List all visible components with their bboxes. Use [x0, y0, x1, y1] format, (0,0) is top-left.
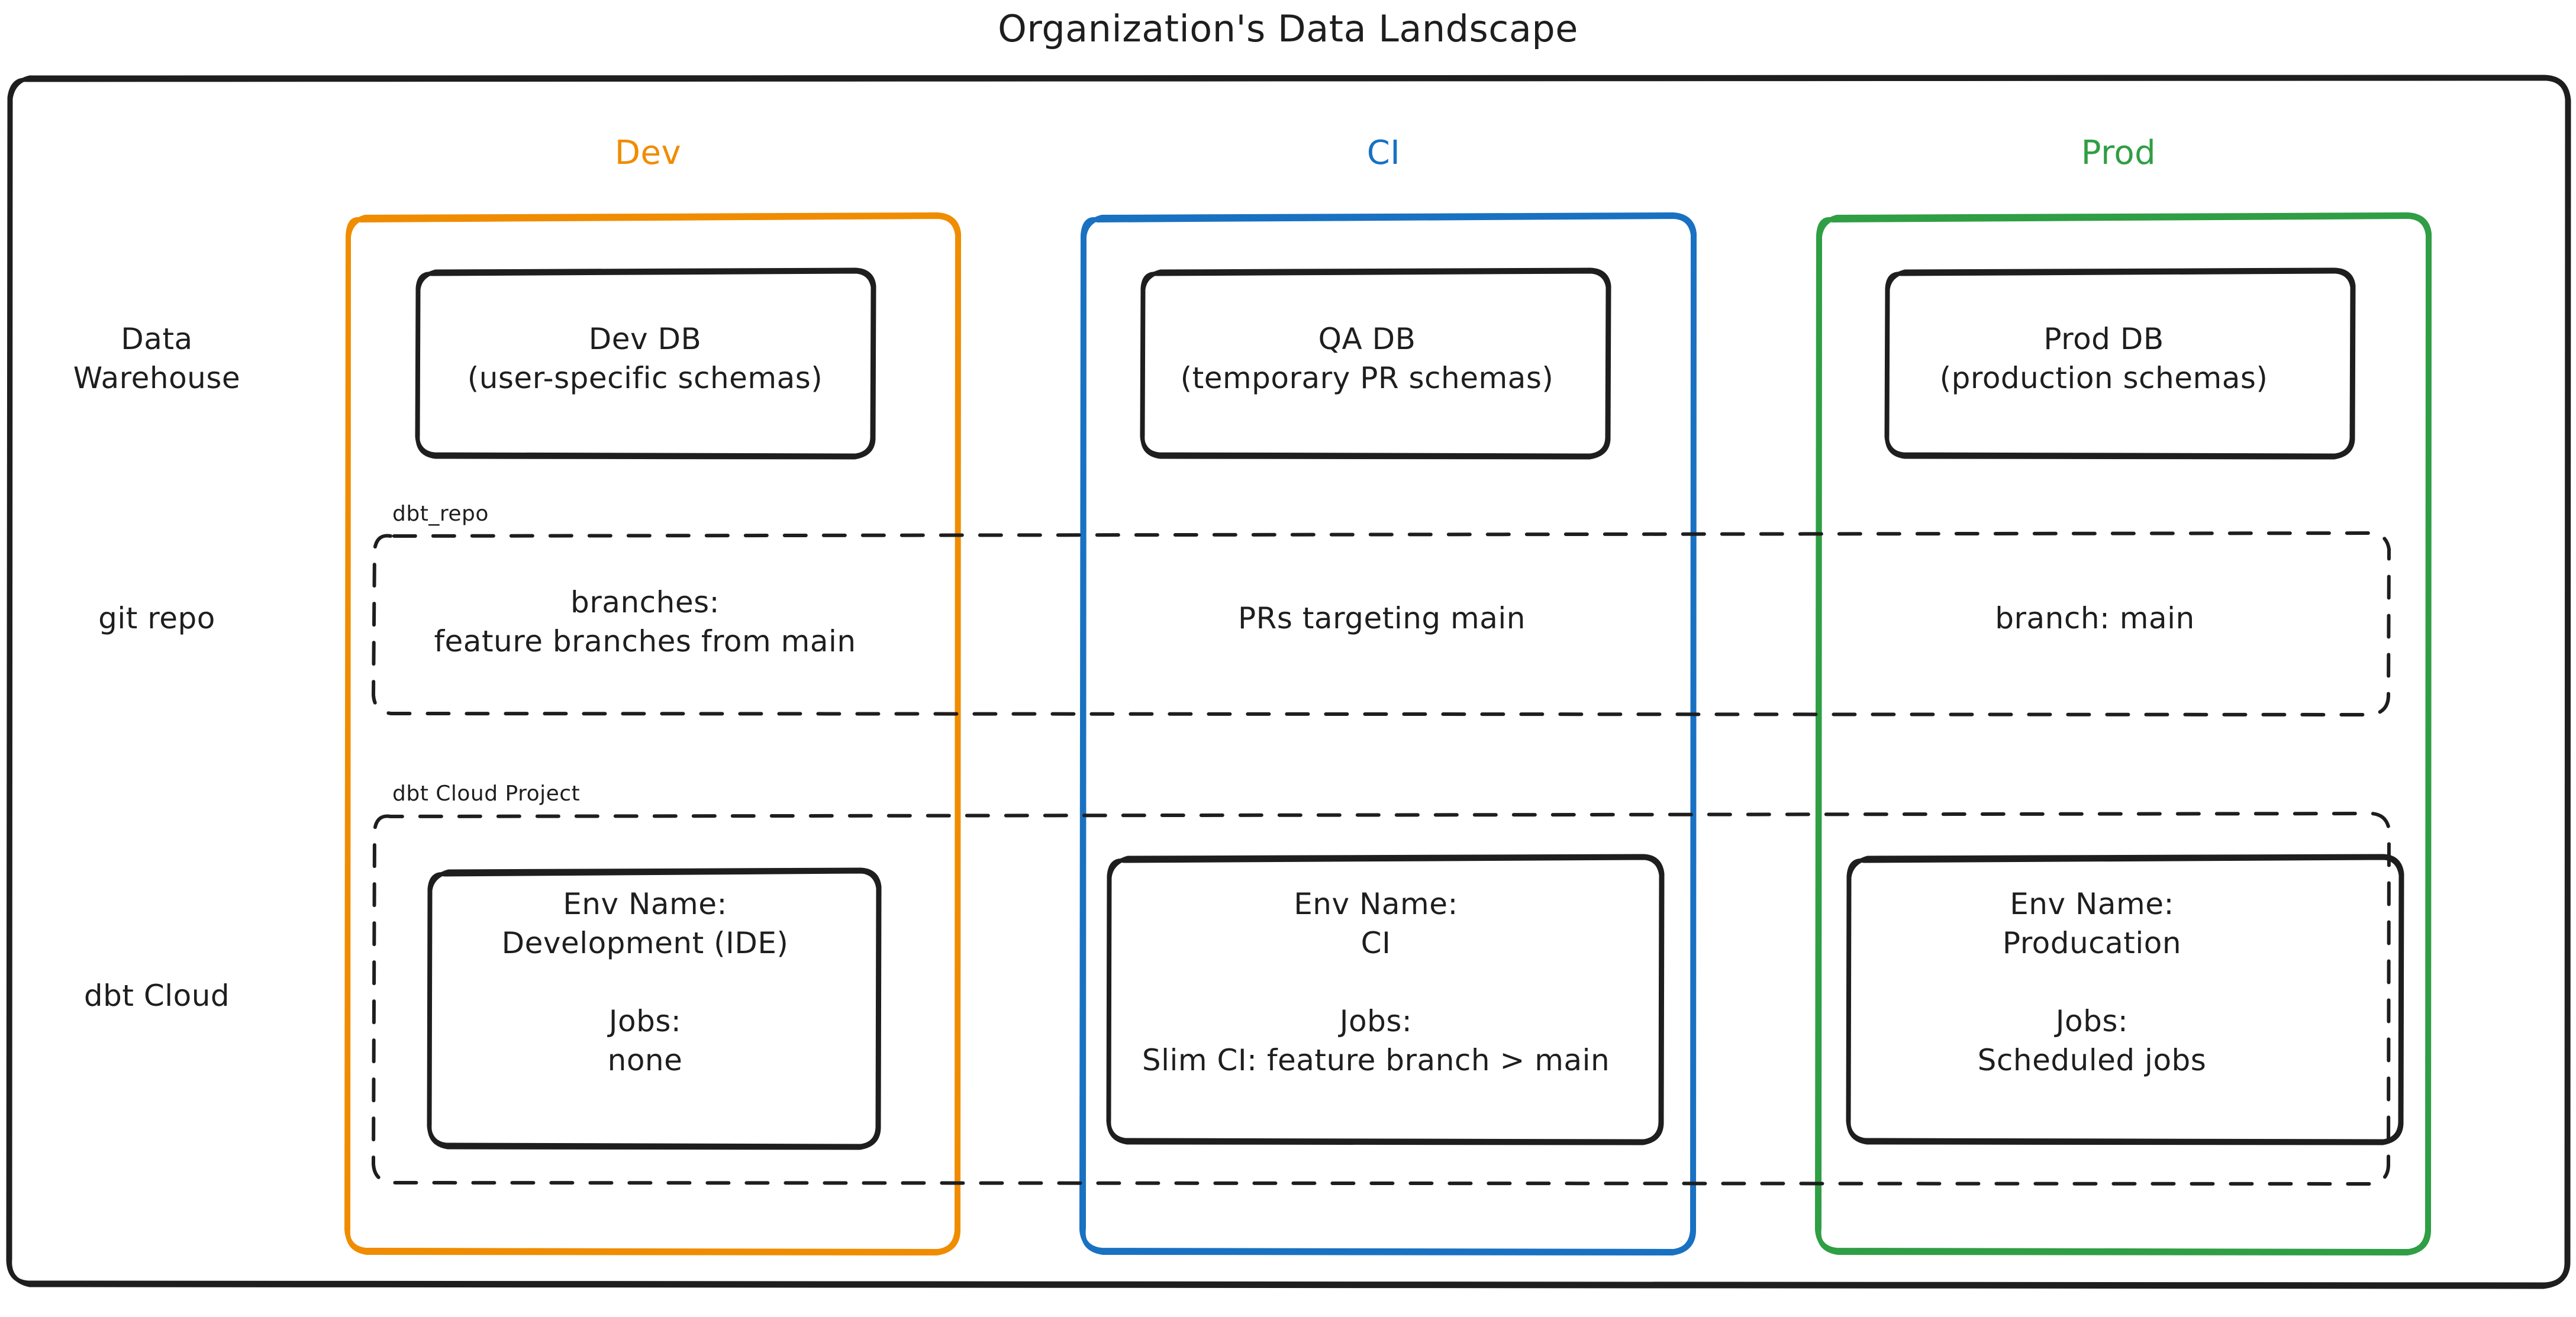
group-label-dbt-repo: dbt_repo: [392, 502, 489, 526]
outer-frame: [6, 75, 2571, 1289]
node-label-prod-db: Prod DB (production schemas): [1939, 322, 2268, 395]
column-label-ci: CI: [1366, 134, 1401, 172]
column-label-dev: Dev: [614, 134, 682, 172]
node-label-dbt-ci: Env Name: CI Jobs: Slim CI: feature bran…: [1142, 887, 1610, 1077]
node-label-qa-db: QA DB (temporary PR schemas): [1180, 322, 1554, 395]
node-label-git-dev: branches: feature branches from main: [434, 585, 856, 658]
column-label-prod: Prod: [2081, 134, 2156, 172]
group-label-dbt-cloud-project: dbt Cloud Project: [392, 782, 581, 806]
node-label-dev-db: Dev DB (user-specific schemas): [467, 322, 823, 395]
node-label-git-ci: PRs targeting main: [1237, 601, 1526, 635]
page-title: Organization's Data Landscape: [998, 7, 1578, 50]
node-label-git-prod: branch: main: [1995, 601, 2195, 635]
row-label-data-warehouse: Data Warehouse: [73, 322, 241, 395]
row-label-dbt-cloud: dbt Cloud: [83, 979, 230, 1013]
row-label-git-repo: git repo: [98, 601, 215, 635]
node-label-dbt-dev: Env Name: Development (IDE) Jobs: none: [501, 887, 789, 1077]
node-label-dbt-prod: Env Name: Producation Jobs: Scheduled jo…: [1977, 887, 2207, 1077]
